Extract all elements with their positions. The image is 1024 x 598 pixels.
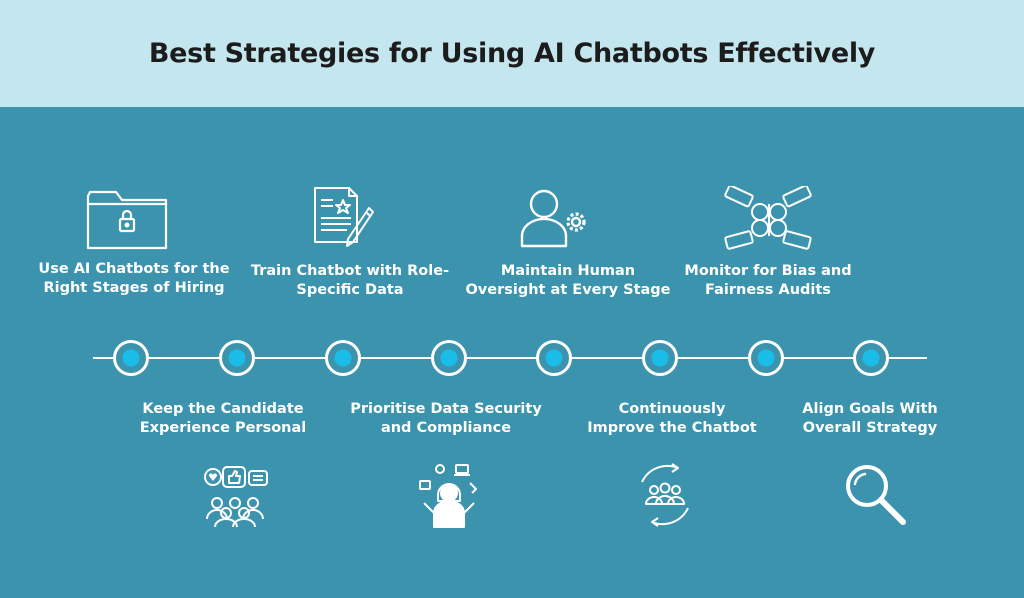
page-title: Best Strategies for Using AI Chatbots Ef…: [148, 38, 876, 69]
header-banner: Best Strategies for Using AI Chatbots Ef…: [0, 0, 1024, 107]
strategy-label: Train Chatbot with Role- Specific Data: [250, 263, 450, 298]
people-feedback-icon: [199, 465, 271, 529]
strategy-label: Use AI Chatbots for the Right Stages of …: [38, 261, 230, 296]
strategy-label: Keep the Candidate Experience Personal: [139, 401, 307, 436]
strategy-label: Continuously Improve the Chatbot: [587, 401, 757, 436]
strategy-label: Maintain Human Oversight at Every Stage: [465, 263, 671, 298]
timeline-node: [853, 340, 889, 376]
timeline-node: [219, 340, 255, 376]
strategy-label: Prioritise Data Security and Compliance: [350, 401, 542, 436]
timeline-node: [431, 340, 467, 376]
document-pen-icon: [311, 186, 377, 250]
interlocked-hands-icon: [724, 186, 814, 252]
person-gear-icon: [518, 186, 588, 250]
timeline-node: [748, 340, 784, 376]
timeline-node: [325, 340, 361, 376]
folder-lock-icon: [86, 188, 168, 250]
strategy-label: Align Goals With Overall Strategy: [802, 401, 938, 436]
person-multitask-icon: [416, 463, 482, 531]
timeline-node: [113, 340, 149, 376]
timeline-line: [93, 357, 927, 359]
magnifier-icon: [843, 462, 909, 526]
strategy-label: Monitor for Bias and Fairness Audits: [684, 263, 852, 298]
timeline-node: [642, 340, 678, 376]
team-cycle-icon: [632, 462, 698, 528]
timeline-node: [536, 340, 572, 376]
